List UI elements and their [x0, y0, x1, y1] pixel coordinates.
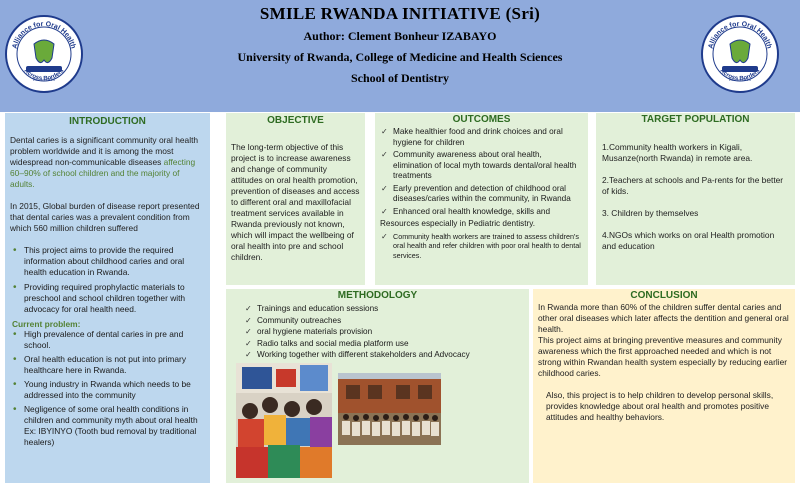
target-population-heading: TARGET POPULATION [641, 114, 750, 125]
list-item: Early prevention and detection of childh… [381, 184, 583, 205]
school-line: School of Dentistry [351, 71, 449, 85]
poster-header: SMILE RWANDA INITIATIVE (Sri) Author: Cl… [0, 0, 800, 112]
introduction-paragraph-1: Dental caries is a significant community… [10, 135, 205, 190]
poster-title: SMILE RWANDA INITIATIVE (Sri) [259, 4, 541, 23]
list-item: 3. Children by themselves [602, 208, 699, 218]
list-item: 4.NGOs which works on oral Health promot… [602, 230, 775, 251]
intro-aims-list: This project aims to provide the require… [10, 245, 205, 315]
introduction-panel: INTRODUCTION Dental caries is a signific… [5, 113, 210, 483]
methodology-heading: METHODOLOGY [337, 290, 418, 301]
author-line: Author: Clement Bonheur IZABAYO [303, 29, 497, 43]
outcomes-panel: OUTCOMES Make healthier food and drink c… [375, 113, 588, 285]
current-problem-label: Current problem: [12, 319, 81, 329]
objective-heading: OBJECTIVE [267, 115, 324, 126]
introduction-paragraph-2: In 2015, Global burden of disease report… [10, 201, 200, 233]
alliance-logo-right: Alliance for Oral Health Across Borders … [701, 15, 779, 93]
list-item: Oral health education is not put into pr… [13, 354, 205, 376]
list-item: This project aims to provide the require… [13, 245, 205, 278]
list-item: Enhanced oral health knowledge, skills a… [381, 207, 583, 218]
conclusion-paragraph-3: Also, this project is to help children t… [546, 390, 774, 422]
conclusion-heading: CONCLUSION [630, 290, 698, 301]
objective-text: The long-term objective of this project … [231, 142, 360, 262]
target-population-panel: TARGET POPULATION 1.Community health wor… [596, 113, 795, 285]
list-item: Community health workers are trained to … [381, 232, 583, 261]
university-line: University of Rwanda, College of Medicin… [237, 50, 563, 64]
current-problem-list: High prevalence of dental caries in pre … [10, 329, 205, 448]
logo-est-text: Est. in 2014 [33, 77, 55, 82]
school-children-photo [338, 373, 441, 445]
list-item: Working together with different stakehol… [245, 350, 523, 361]
list-item: Community awareness about oral health, e… [381, 150, 583, 182]
outcomes-heading: OUTCOMES [452, 114, 511, 125]
objective-panel: OBJECTIVE The long-term objective of thi… [226, 113, 365, 285]
list-item: oral hygiene materials provision [245, 327, 523, 338]
conclusion-paragraph-2: This project aims at bringing preventive… [538, 335, 788, 378]
conclusion-panel: CONCLUSION In Rwanda more than 60% of th… [533, 289, 795, 483]
introduction-heading: INTRODUCTION [69, 116, 146, 127]
list-item: 2.Teachers at schools and Pa-rents for t… [602, 175, 784, 196]
logo-est-text: Est. in 2014 [729, 77, 751, 82]
intro-text-a: Dental caries is a significant community… [10, 135, 199, 167]
list-item: 1.Community health workers in Kigali, Mu… [602, 142, 753, 163]
list-item: Community outreaches [245, 316, 523, 327]
list-item: Resources especially in Pediatric dentis… [380, 219, 536, 228]
list-item: High prevalence of dental caries in pre … [13, 329, 205, 351]
list-item: Make healthier food and drink choices an… [381, 127, 583, 148]
conclusion-paragraph-1: In Rwanda more than 60% of the children … [538, 302, 789, 334]
alliance-logo-left: Alliance for Oral Health Across Borders … [5, 15, 83, 93]
community-session-photo [236, 363, 332, 478]
list-item: Radio talks and social media platform us… [245, 339, 523, 350]
list-item: Trainings and education sessions [245, 304, 523, 315]
methodology-list: Trainings and education sessions Communi… [244, 304, 523, 361]
list-item: Young industry in Rwanda which needs to … [13, 379, 205, 401]
outcomes-list: Make healthier food and drink choices an… [380, 127, 583, 260]
intro-text-highlight: affecting 60–90% of school children and … [10, 157, 196, 189]
list-item: Providing required prophylactic material… [13, 282, 205, 315]
list-item: Negligence of some oral health condition… [13, 404, 205, 448]
